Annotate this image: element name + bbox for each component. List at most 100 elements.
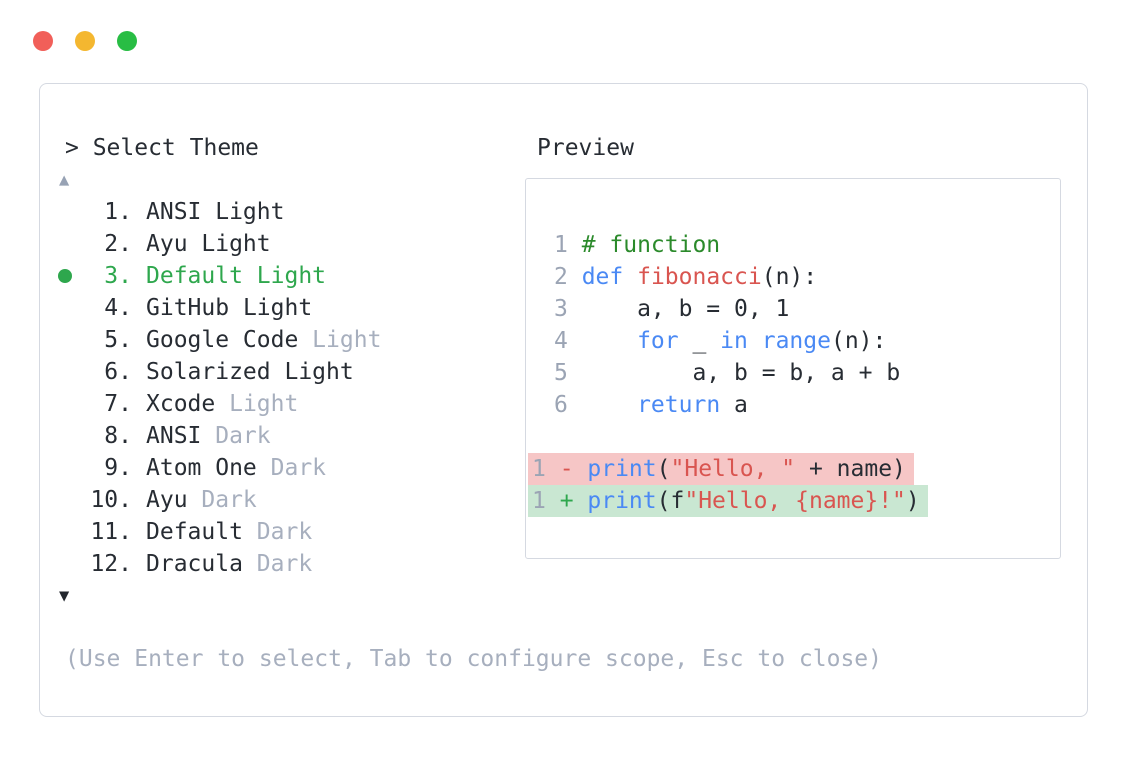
theme-item-suffix: Light — [298, 327, 382, 353]
theme-list-item[interactable]: 1. ANSI Light — [58, 196, 525, 228]
theme-item-number: 7. — [104, 391, 132, 417]
theme-list-item[interactable]: 4. GitHub Light — [58, 292, 525, 324]
theme-item-number: 4. — [104, 295, 132, 321]
code-token — [582, 392, 637, 418]
theme-list-item[interactable]: 9.Atom One Dark — [58, 452, 525, 484]
line-number: 1 — [532, 456, 546, 482]
theme-item-name: Atom One — [146, 455, 257, 481]
theme-item-suffix: Dark — [242, 519, 313, 545]
code-token: a, b = 0, 1 — [581, 296, 790, 322]
diff-line-removed: 1-print("Hello, " + name) — [528, 453, 914, 485]
code-token: return — [637, 392, 721, 418]
theme-list-item[interactable]: 6. Solarized Light — [58, 356, 525, 388]
theme-list-item[interactable]: 5. Google Code Light — [58, 324, 525, 356]
panel-columns: > Select Theme ▲ 1. ANSI Light 2. Ayu Light… — [58, 132, 1087, 672]
line-number: 2 — [554, 264, 568, 290]
theme-item-number: 2. — [104, 231, 132, 257]
theme-list-item[interactable]: 2. Ayu Light — [58, 228, 525, 260]
code-token — [748, 328, 762, 354]
code-line — [526, 421, 1060, 453]
theme-item-suffix: Light — [215, 391, 299, 417]
diff-line-added: 1+print(f"Hello, {name}!") — [528, 485, 928, 517]
code-line: 3 a, b = 0, 1 — [526, 293, 1060, 325]
theme-item-number: 5. — [104, 327, 132, 353]
theme-item-number: 6. — [104, 359, 132, 385]
theme-item-number: 11. — [90, 519, 132, 545]
line-number: 6 — [554, 392, 568, 418]
theme-item-number: 3. — [104, 263, 132, 289]
theme-list-item[interactable]: 10. Ayu Dark — [58, 484, 525, 516]
code-token: "Hello, " — [670, 456, 796, 482]
theme-item-name: Dracula — [146, 551, 243, 577]
scroll-down-row[interactable]: ▼ — [58, 580, 525, 612]
theme-item-suffix: Light — [229, 295, 313, 321]
code-token: in — [720, 328, 748, 354]
hint-text: (Use Enter to select, Tab to configure s… — [65, 646, 882, 672]
scroll-up-row[interactable]: ▲ — [58, 164, 525, 196]
theme-item-suffix: Light — [201, 199, 285, 225]
selected-indicator — [58, 269, 90, 283]
theme-item-name: Ayu — [146, 487, 188, 513]
theme-item-name: Default — [146, 263, 243, 289]
code-token: ( — [656, 456, 671, 482]
theme-list-item[interactable]: 12.Dracula Dark — [58, 548, 525, 580]
scroll-down-icon[interactable]: ▼ — [59, 586, 70, 606]
theme-item-name: Solarized — [146, 359, 271, 385]
theme-item-suffix: Dark — [256, 455, 327, 481]
code-line: 6 return a — [526, 389, 1060, 421]
line-number: 3 — [554, 296, 568, 322]
code-line: 4 for _ in range(n): — [526, 325, 1060, 357]
line-number: 4 — [554, 328, 568, 354]
line-number: 1 — [532, 488, 546, 514]
code-token: print — [587, 456, 657, 482]
theme-item-name: ANSI — [146, 423, 202, 449]
code-line: 5 a, b = b, a + b — [526, 357, 1060, 389]
diff-minus-sign: - — [559, 456, 574, 482]
theme-item-suffix: Dark — [201, 423, 271, 449]
code-token: _ — [678, 328, 721, 354]
code-token: def — [581, 264, 624, 290]
code-token: for — [637, 328, 679, 354]
minimize-button[interactable] — [75, 31, 95, 51]
scroll-up-icon[interactable]: ▲ — [59, 170, 70, 190]
theme-item-name: Ayu — [146, 231, 188, 257]
zoom-button[interactable] — [117, 31, 137, 51]
theme-item-suffix: Light — [270, 359, 354, 385]
code-token: range — [761, 328, 831, 354]
window-controls — [33, 31, 137, 51]
theme-item-name: ANSI — [146, 199, 202, 225]
code-token — [582, 328, 637, 354]
code-token: a — [720, 392, 748, 418]
code-token: + name) — [795, 456, 906, 482]
theme-list-item[interactable]: 11. Default Dark — [58, 516, 525, 548]
theme-list-item[interactable]: 8.ANSI Dark — [58, 420, 525, 452]
close-button[interactable] — [33, 31, 53, 51]
theme-list-section: > Select Theme ▲ 1. ANSI Light 2. Ayu Light… — [58, 132, 882, 672]
theme-item-name: Default — [146, 519, 243, 545]
theme-item-suffix: Light — [187, 231, 271, 257]
theme-item-number: 1. — [104, 199, 132, 225]
theme-item-number: 12. — [90, 551, 132, 577]
theme-item-name: GitHub — [146, 295, 230, 321]
diff-plus-sign: + — [559, 488, 574, 514]
code-token: ) — [905, 488, 920, 514]
code-token: a, b = b, a + b — [581, 360, 901, 386]
line-number: 1 — [554, 232, 568, 258]
code-token — [623, 264, 637, 290]
theme-list-item[interactable]: 7. Xcode Light — [58, 388, 525, 420]
theme-item-suffix: Dark — [187, 487, 257, 513]
code-line: 1# function — [526, 229, 1060, 261]
selected-dot-icon — [58, 269, 72, 283]
code-token: (n): — [830, 328, 887, 354]
theme-list-item[interactable]: 3.Default Light — [58, 260, 525, 292]
prompt-line: > Select Theme — [58, 132, 525, 164]
preview-title: Preview — [537, 135, 634, 161]
theme-item-number: 10. — [90, 487, 132, 513]
theme-item-name: Google Code — [146, 327, 299, 353]
theme-item-name: Xcode — [146, 391, 216, 417]
